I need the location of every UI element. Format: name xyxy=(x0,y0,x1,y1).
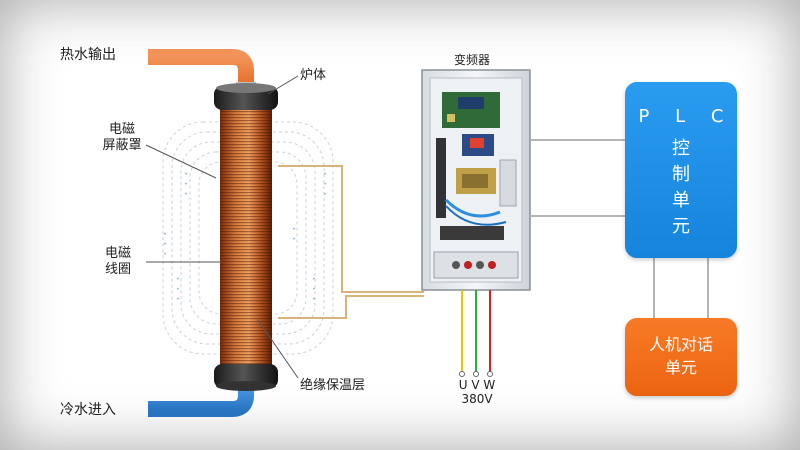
plc-text-line1: 控 xyxy=(672,138,690,159)
furnace-body-label: 炉体 xyxy=(300,68,327,83)
svg-text:ˆ: ˆ xyxy=(292,237,297,248)
svg-text:ˆ: ˆ xyxy=(163,252,168,263)
voltage-label: 380V xyxy=(461,392,493,406)
svg-text:ˆ: ˆ xyxy=(312,297,317,308)
leader-lines xyxy=(145,75,299,379)
em-shield-label: 电磁 屏蔽罩 xyxy=(92,122,152,154)
field-arrows: ˇˇˇ ˇˇˇ ˆˆˆ ˆˆˆ ˆˆ ˆˆˆ xyxy=(163,172,328,308)
hot-water-output-label: 热水输出 xyxy=(60,47,116,63)
em-shield-label-line2: 屏蔽罩 xyxy=(102,138,142,153)
coil-leads xyxy=(278,165,424,319)
plc-text-line2: 制 xyxy=(672,164,690,185)
cold-water-input-label: 冷水进入 xyxy=(60,402,116,418)
svg-text:ˇ: ˇ xyxy=(323,192,328,203)
em-coil-label-line1: 电磁 xyxy=(104,246,131,261)
plc-text-line3: 单 xyxy=(672,190,690,211)
plc-vertical-text: 控 制 单 元 xyxy=(625,136,737,240)
svg-text:ˇ: ˇ xyxy=(323,172,328,183)
em-coil-label: 电磁 线圈 xyxy=(96,246,140,278)
svg-text:ˆ: ˆ xyxy=(176,297,181,308)
svg-text:ˆ: ˆ xyxy=(176,277,181,288)
hmi-text-line1: 人机对话 xyxy=(648,335,713,354)
plc-title: P L C xyxy=(638,106,734,127)
phase-label: U V W xyxy=(458,378,496,392)
supply-wires xyxy=(461,290,491,372)
svg-text:ˆ: ˆ xyxy=(292,227,297,238)
svg-text:ˇ: ˇ xyxy=(184,192,189,203)
signal-lines xyxy=(530,139,709,318)
svg-text:ˆ: ˆ xyxy=(312,287,317,298)
em-shield-label-line1: 电磁 xyxy=(108,122,135,137)
svg-text:ˆ: ˆ xyxy=(176,287,181,298)
plc-control-unit: P L C 控 制 单 元 xyxy=(625,82,737,258)
inverter-label: 变频器 xyxy=(454,53,491,67)
hmi-unit: 人机对话 单元 xyxy=(625,318,737,396)
svg-text:ˆ: ˆ xyxy=(163,242,168,253)
svg-text:ˇ: ˇ xyxy=(184,172,189,183)
svg-text:ˇ: ˇ xyxy=(184,182,189,193)
plc-text-line4: 元 xyxy=(672,216,690,237)
hmi-text-line2: 单元 xyxy=(664,358,697,377)
svg-text:ˆ: ˆ xyxy=(163,232,168,243)
insulation-layer-label: 绝缘保温层 xyxy=(300,378,366,393)
em-coil-label-line2: 线圈 xyxy=(104,262,131,277)
inverter-cabinet xyxy=(421,69,531,291)
supply-wire-ends xyxy=(459,371,493,377)
power-supply-label: U V W 380V xyxy=(446,378,508,406)
furnace-coil xyxy=(214,83,278,391)
svg-text:ˆ: ˆ xyxy=(312,277,317,288)
svg-text:ˇ: ˇ xyxy=(323,182,328,193)
